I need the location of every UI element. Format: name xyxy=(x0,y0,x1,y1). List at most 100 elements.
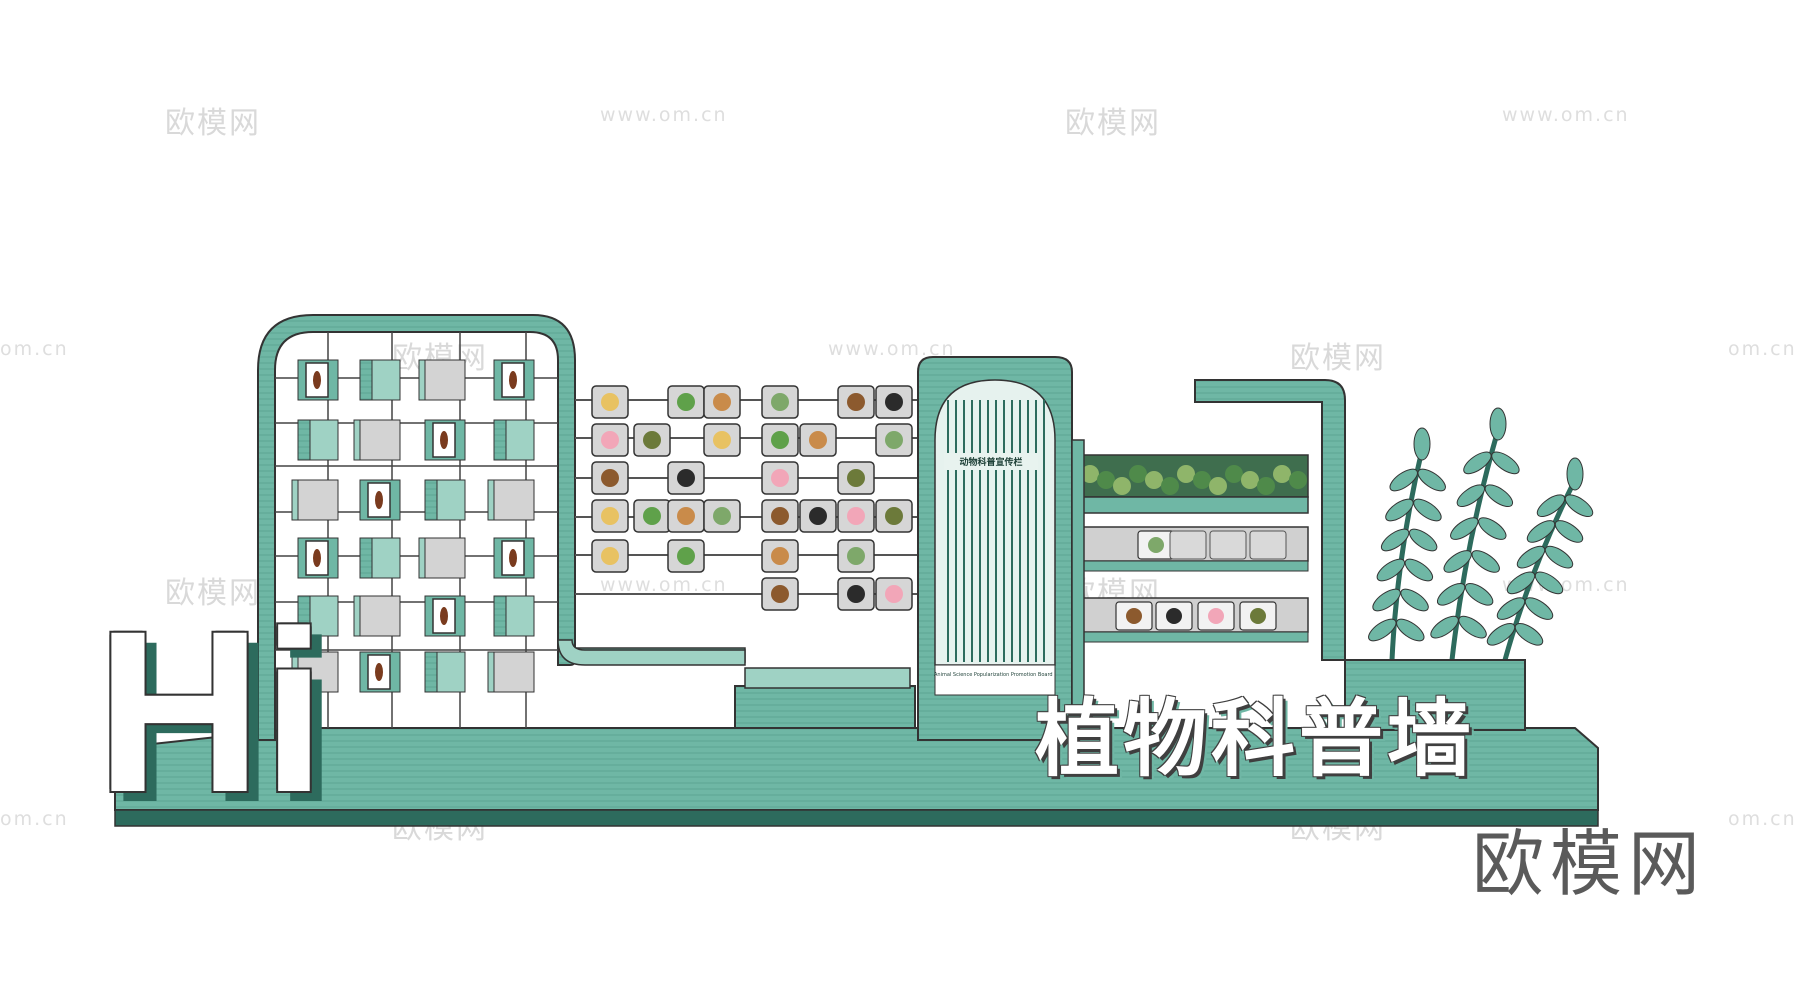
teal-block-tile xyxy=(291,479,339,521)
animal-picture-tile-icon xyxy=(591,539,629,573)
plant-planter-box-icon xyxy=(1177,465,1195,483)
watermark-cn: 欧模网 xyxy=(165,576,261,611)
plant-planter-box-icon xyxy=(1273,465,1291,483)
animal-picture-tile-icon xyxy=(761,423,799,457)
animal-picture-tile-icon xyxy=(633,423,671,457)
watermark-cn: 欧模网 xyxy=(1065,106,1161,141)
plant-planter-box-icon xyxy=(1193,471,1211,489)
animal-picture-tile-icon xyxy=(591,423,629,457)
board-title-cn: 动物科普宣传栏 xyxy=(944,453,1038,470)
plant-planter-box-icon xyxy=(1241,471,1259,489)
watermark-url: www.om.cn xyxy=(600,574,728,596)
framed-insect-specimen-icon xyxy=(424,419,466,461)
arched-promotion-board xyxy=(917,356,1073,741)
animal-picture-tile-icon xyxy=(1239,601,1277,631)
animal-picture-tile-icon xyxy=(667,385,705,419)
teal-block-tile xyxy=(297,595,339,637)
framed-insect-specimen-icon xyxy=(359,651,401,693)
animal-picture-tile-icon xyxy=(875,499,913,533)
animal-picture-tile-icon xyxy=(667,461,705,495)
watermark-url: www.om.cn xyxy=(1502,104,1630,126)
plant-planter-box-icon xyxy=(1097,471,1115,489)
animal-picture-tile-icon xyxy=(667,499,705,533)
animal-picture-tile-icon xyxy=(875,577,913,611)
right-l-post xyxy=(1194,379,1346,661)
framed-insect-specimen-icon xyxy=(297,537,339,579)
plant-planter-box-icon xyxy=(1145,471,1163,489)
animal-picture-tile-icon xyxy=(761,461,799,495)
empty-shelf-slot xyxy=(1169,530,1207,560)
animal-picture-tile-icon xyxy=(633,499,671,533)
step-block xyxy=(734,667,916,729)
framed-insect-specimen-icon xyxy=(359,479,401,521)
animal-picture-tile-icon xyxy=(1155,601,1193,631)
animal-picture-tile-icon xyxy=(761,499,799,533)
watermark-cn: 欧模网 xyxy=(165,106,261,141)
animal-picture-tile-icon xyxy=(1137,530,1175,560)
watermark-url-clipped: om.cn xyxy=(0,808,69,830)
teal-block-tile xyxy=(424,651,466,693)
animal-picture-tile-icon xyxy=(837,499,875,533)
framed-insect-specimen-icon xyxy=(297,359,339,401)
teal-block-tile xyxy=(418,359,466,401)
teal-block-tile xyxy=(297,419,339,461)
teal-block-tile xyxy=(359,359,401,401)
animal-picture-tile-icon xyxy=(761,577,799,611)
animal-picture-tile-icon xyxy=(1197,601,1235,631)
wheat-leaf-sculptures xyxy=(1368,407,1594,661)
animal-picture-tile-icon xyxy=(1115,601,1153,631)
teal-block-tile xyxy=(493,595,535,637)
animal-picture-tile-icon xyxy=(837,385,875,419)
insect-display-frame xyxy=(257,314,746,741)
wheat-leaf-sculpture-icon xyxy=(1486,457,1594,661)
teal-block-tile xyxy=(353,419,401,461)
plant-planter-box-icon xyxy=(1209,477,1227,495)
plant-planter-box-icon xyxy=(1257,477,1275,495)
animal-picture-tile-icon xyxy=(591,499,629,533)
teal-block-tile xyxy=(353,595,401,637)
teal-block-tile xyxy=(487,479,535,521)
animal-picture-tile-icon xyxy=(837,461,875,495)
animal-picture-tile-icon xyxy=(875,385,913,419)
animal-picture-tile-icon xyxy=(703,385,741,419)
framed-insect-specimen-icon xyxy=(493,537,535,579)
watermark-url-clipped: om.cn xyxy=(1728,808,1797,830)
framed-insect-specimen-icon xyxy=(493,359,535,401)
watermark-cn: 欧模网 xyxy=(1290,341,1386,376)
animal-picture-tile-icon xyxy=(703,423,741,457)
plant-planter-box-icon xyxy=(1113,477,1131,495)
animal-picture-tile-icon xyxy=(591,385,629,419)
animal-picture-tile-icon xyxy=(875,423,913,457)
wheat-leaf-sculpture-icon xyxy=(1430,407,1520,661)
brand-watermark: 欧模网 xyxy=(1472,822,1707,906)
watermark-url: www.om.cn xyxy=(828,338,956,360)
animal-picture-tile-icon xyxy=(703,499,741,533)
board-title-en: Animal Science Popularization Promotion … xyxy=(934,672,1053,678)
empty-shelf-slot xyxy=(1249,530,1287,560)
watermark-url-clipped: om.cn xyxy=(0,338,69,360)
empty-shelf-slot xyxy=(1209,530,1247,560)
animal-picture-tile-icon xyxy=(591,461,629,495)
plant-planter-box-icon xyxy=(1161,477,1179,495)
teal-block-tile xyxy=(359,537,401,579)
teal-block-tile xyxy=(418,537,466,579)
plant-planter-box-icon xyxy=(1081,465,1099,483)
animal-picture-tile-icon xyxy=(799,499,837,533)
teal-block-tile xyxy=(493,419,535,461)
plant-planter-box-icon xyxy=(1129,465,1147,483)
planter-shelves xyxy=(1071,439,1309,741)
animal-picture-tile-icon xyxy=(761,385,799,419)
animal-picture-tile-icon xyxy=(799,423,837,457)
animal-picture-tile-icon xyxy=(761,539,799,573)
plant-planter-box-icon xyxy=(1225,465,1243,483)
hi-block-letters: Hi xyxy=(96,583,326,840)
main-title: 植物科普墙 xyxy=(1035,690,1476,788)
wheat-leaf-sculpture-icon xyxy=(1368,427,1446,661)
watermark-url: www.om.cn xyxy=(600,104,728,126)
teal-block-tile xyxy=(487,651,535,693)
animal-picture-tile-icon xyxy=(837,539,875,573)
watermark-url-clipped: om.cn xyxy=(1728,338,1797,360)
animal-picture-tile-icon xyxy=(837,577,875,611)
